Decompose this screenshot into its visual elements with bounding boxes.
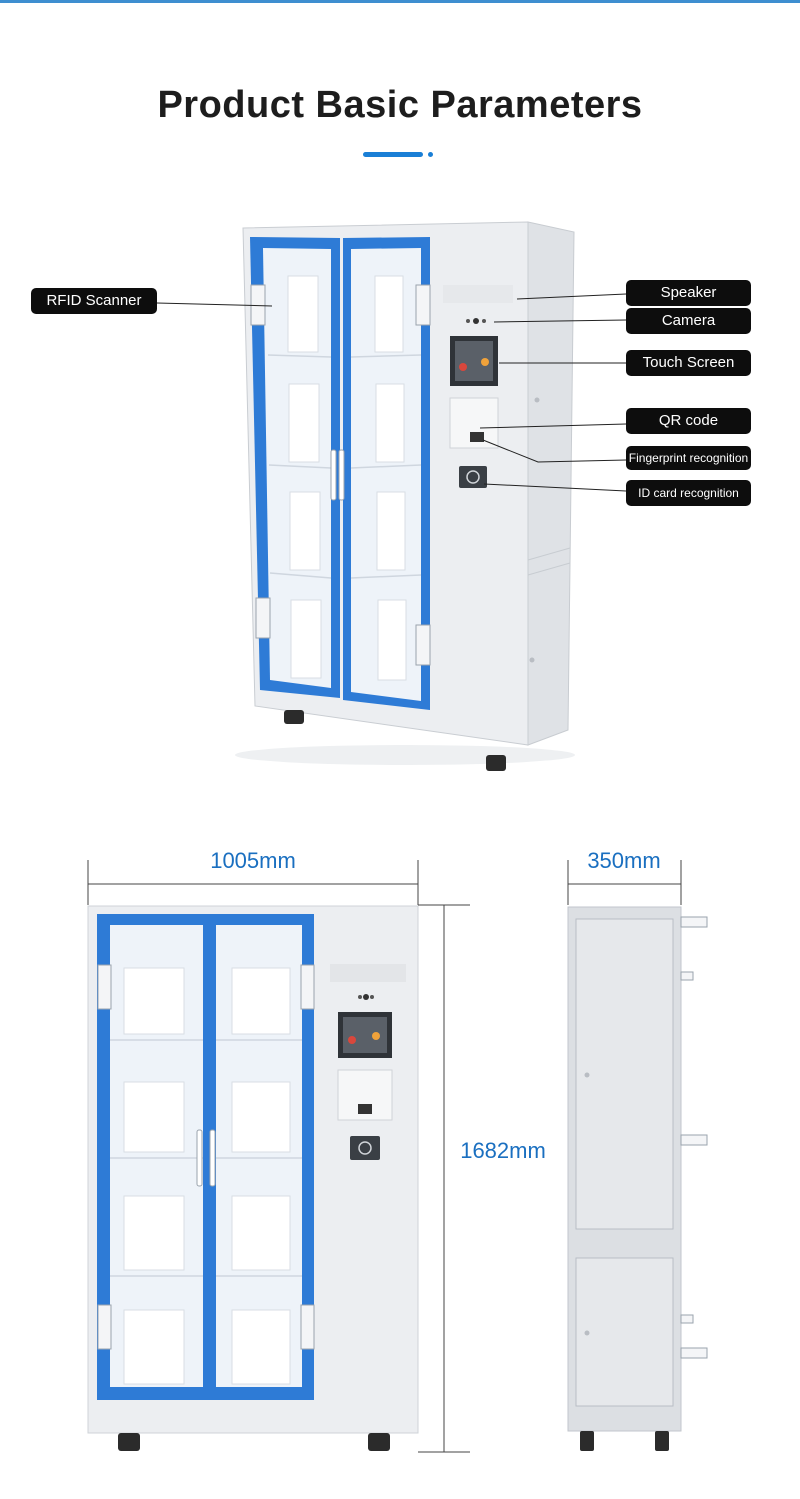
side-view-cabinet [567, 906, 708, 1451]
fingerprint-callout: Fingerprint recognition [626, 446, 751, 470]
qr-code-callout: QR code [626, 408, 751, 434]
height-dimension-label: 1682mm [460, 1138, 546, 1163]
title-underline [363, 152, 423, 157]
speaker-callout: Speaker [626, 280, 751, 306]
camera-callout: Camera [626, 308, 751, 334]
rfid-scanner-callout: RFID Scanner [31, 288, 157, 314]
cabinet-perspective-illustration [156, 221, 627, 771]
top-accent-line [0, 0, 800, 3]
touch-screen-callout: Touch Screen [626, 350, 751, 376]
depth-dimension-label: 350mm [587, 848, 661, 873]
width-dimension-label: 1005mm [210, 848, 296, 873]
id-card-callout: ID card recognition [626, 480, 751, 506]
front-view-cabinet [87, 905, 419, 1451]
page-title: Product Basic Parameters [157, 84, 643, 126]
title-underline-dot [428, 152, 433, 157]
